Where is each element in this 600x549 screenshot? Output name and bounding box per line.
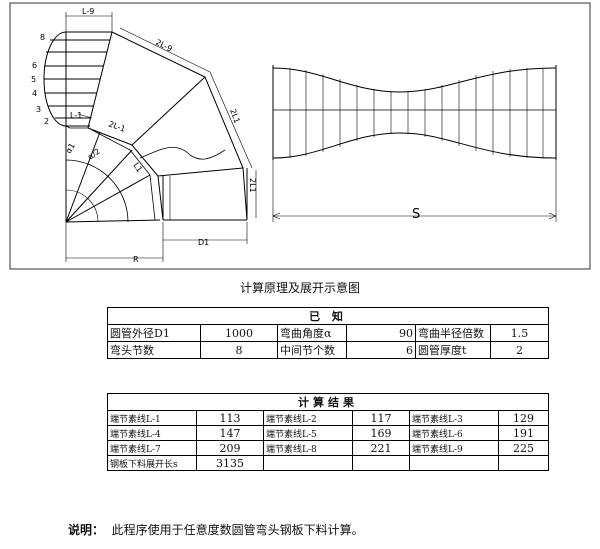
- known-value[interactable]: 90: [346, 324, 416, 342]
- results-table: 计算结果 端节素线L-1 113 端节素线L-2 117 端节素线L-3 129…: [107, 393, 549, 471]
- known-value[interactable]: 1000: [200, 324, 278, 342]
- known-value[interactable]: 8: [200, 341, 278, 359]
- result-label: 端节素线L-6: [409, 425, 499, 441]
- label-r: R: [133, 255, 139, 264]
- footnote-text: 此程序使用于任意度数圆管弯头钢板下料计算。: [111, 523, 364, 537]
- label-d1: D1: [198, 238, 209, 247]
- table-row: 端节素线L-4 147 端节素线L-5 169 端节素线L-6 191: [107, 425, 549, 441]
- label-l1-b: L1: [131, 161, 144, 174]
- table-row: 端节素线L-1 113 端节素线L-2 117 端节素线L-3 129: [107, 410, 549, 426]
- table-row: 钢板下料展开长s 3135: [107, 455, 549, 471]
- label-2l9: 2L-9: [154, 38, 174, 54]
- footnote: 说明： 此程序使用于任意度数圆管弯头钢板下料计算。: [68, 521, 364, 538]
- result-label: 端节素线L-4: [107, 425, 197, 441]
- footnote-label: 说明：: [68, 523, 105, 537]
- known-label: 弯曲角度α: [277, 324, 347, 342]
- label-2l1-inner: 2L1: [248, 178, 257, 193]
- known-table: 已 知 圆管外径D1 1000 弯曲角度α 90 弯曲半径倍数 1.5 弯头节数…: [107, 307, 549, 359]
- result-value: 169: [352, 425, 410, 441]
- results-title: 计算结果: [107, 393, 549, 411]
- result-value: 147: [196, 425, 264, 441]
- label-2l1: 2L-1: [107, 119, 126, 133]
- result-value: 117: [352, 410, 410, 426]
- table-row: 圆管外径D1 1000 弯曲角度α 90 弯曲半径倍数 1.5: [107, 324, 549, 342]
- result-value: 129: [498, 410, 549, 426]
- known-label: 圆管厚度t: [415, 341, 491, 359]
- label-alpha-half: α/2: [86, 147, 102, 162]
- label-alpha1: α1: [64, 142, 77, 155]
- label-l9: L-9: [82, 7, 94, 16]
- known-title: 已 知: [107, 307, 549, 325]
- label-n4: 4: [32, 89, 37, 98]
- label-2l1-right: 2L1: [228, 108, 241, 125]
- result-value: 113: [196, 410, 264, 426]
- result-label: 端节素线L-8: [263, 440, 353, 456]
- known-label: 弯头节数: [107, 341, 201, 359]
- elbow-diagram: L-9 2L-9 L-1 2L-1 2L1 L1 2L1 α1 α/2 D1 R…: [9, 2, 591, 270]
- label-n3: 3: [36, 105, 41, 114]
- diagram-frame: [9, 2, 591, 270]
- result-value: 3135: [196, 455, 264, 471]
- result-label: 钢板下料展开长s: [107, 455, 197, 471]
- result-label: 端节素线L-9: [409, 440, 499, 456]
- result-label: 端节素线L-2: [263, 410, 353, 426]
- known-label: 圆管外径D1: [107, 324, 201, 342]
- result-value: 225: [498, 440, 549, 456]
- label-n2: 2: [44, 117, 49, 126]
- development-drawing: [272, 65, 557, 222]
- known-label: 中间节个数: [277, 341, 347, 359]
- result-value: 209: [196, 440, 264, 456]
- table-row: 端节素线L-7 209 端节素线L-8 221 端节素线L-9 225: [107, 440, 549, 456]
- known-label: 弯曲半径倍数: [415, 324, 491, 342]
- known-value[interactable]: 6: [346, 341, 416, 359]
- known-value[interactable]: 1.5: [490, 324, 549, 342]
- result-label: 端节素线L-3: [409, 410, 499, 426]
- label-n8: 8: [40, 33, 45, 42]
- label-n6: 6: [32, 61, 37, 70]
- result-label: 端节素线L-7: [107, 440, 197, 456]
- elbow-drawing: [43, 12, 257, 262]
- label-s: S: [412, 207, 420, 222]
- label-n5: 5: [31, 75, 36, 84]
- result-label: 端节素线L-1: [107, 410, 197, 426]
- result-value: 191: [498, 425, 549, 441]
- table-row: 弯头节数 8 中间节个数 6 圆管厚度t 2: [107, 341, 549, 359]
- diagram-caption: 计算原理及展开示意图: [239, 281, 360, 295]
- result-label: 端节素线L-5: [263, 425, 353, 441]
- known-value[interactable]: 2: [490, 341, 549, 359]
- result-value: 221: [352, 440, 410, 456]
- label-l1: L-1: [70, 111, 82, 120]
